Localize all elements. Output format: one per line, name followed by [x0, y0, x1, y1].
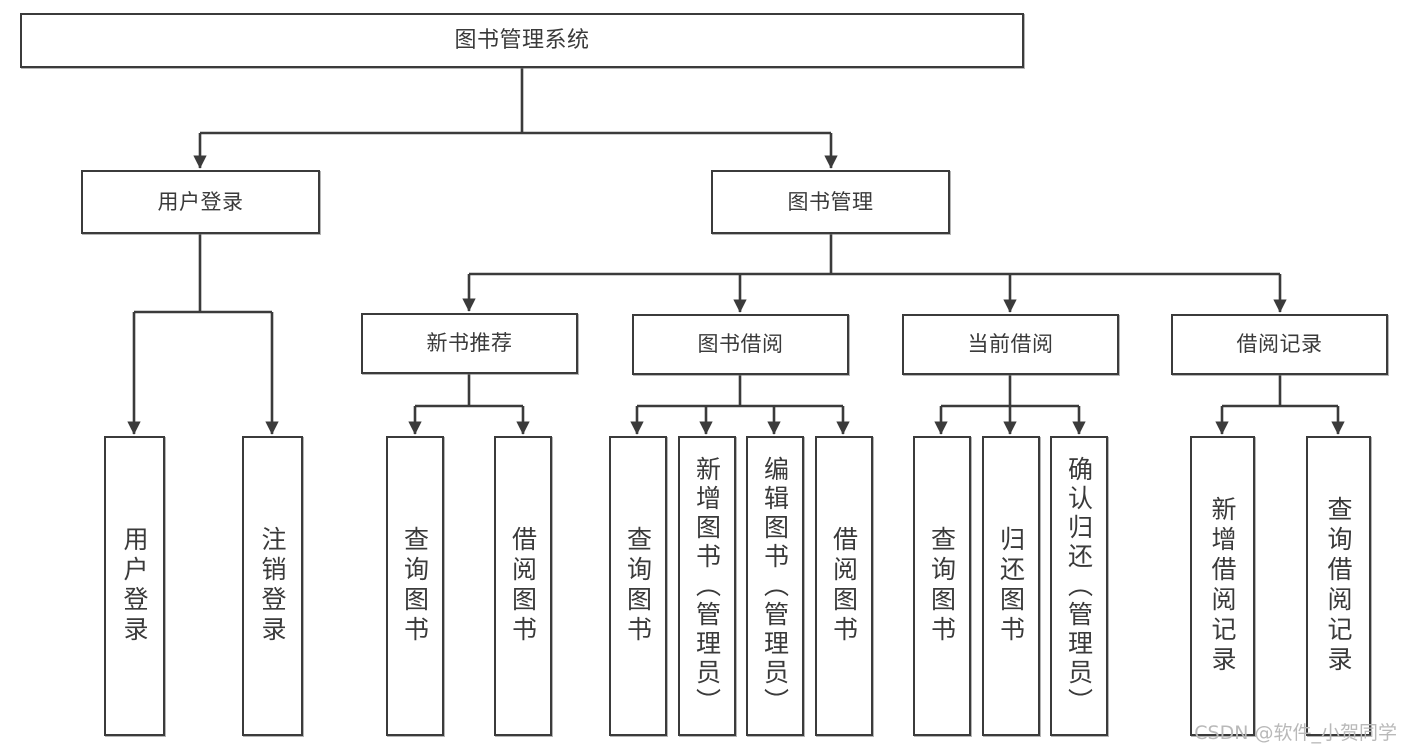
leaf-logout[interactable]: 注销登录	[242, 436, 303, 736]
node-label: 新书推荐	[426, 331, 513, 356]
node-new-book-recommendation[interactable]: 新书推荐	[361, 313, 578, 374]
node-label: 查询图书	[623, 526, 653, 646]
leaf-return-books[interactable]: 归还图书	[982, 436, 1040, 736]
node-label: 当前借阅	[967, 332, 1054, 357]
node-label: 归还图书	[996, 526, 1026, 646]
node-root-book-management-system[interactable]: 图书管理系统	[20, 13, 1024, 68]
node-label: 借阅图书	[508, 526, 538, 646]
node-book-borrowing[interactable]: 图书借阅	[632, 314, 849, 375]
node-label: 图书管理	[787, 189, 874, 214]
node-label: 图书管理系统	[454, 27, 590, 53]
node-label: 注销登录	[258, 526, 287, 646]
leaf-query-books-borrowing[interactable]: 查询图书	[609, 436, 667, 736]
node-label: 用户登录	[120, 526, 149, 646]
node-label: 查询图书	[400, 526, 430, 646]
node-label: 借阅图书	[829, 526, 859, 646]
leaf-add-book-admin[interactable]: 新增图书（管理员）	[678, 436, 736, 736]
node-current-borrowing[interactable]: 当前借阅	[902, 314, 1119, 375]
leaf-edit-book-admin[interactable]: 编辑图书（管理员）	[746, 436, 804, 736]
node-book-management[interactable]: 图书管理	[711, 170, 950, 234]
node-label: 查询借阅记录	[1324, 496, 1353, 676]
leaf-add-borrowing-record[interactable]: 新增借阅记录	[1190, 436, 1255, 736]
node-label: 新增借阅记录	[1208, 496, 1237, 676]
node-label: 新增图书（管理员）	[692, 455, 722, 717]
node-label: 图书借阅	[697, 332, 784, 357]
leaf-borrow-books-recommendation[interactable]: 借阅图书	[494, 436, 552, 736]
node-label: 查询图书	[927, 526, 957, 646]
node-label: 用户登录	[157, 189, 244, 214]
leaf-query-borrowing-record[interactable]: 查询借阅记录	[1306, 436, 1371, 736]
node-label: 编辑图书（管理员）	[760, 455, 790, 717]
node-label: 借阅记录	[1236, 332, 1323, 357]
leaf-query-books-current[interactable]: 查询图书	[913, 436, 971, 736]
leaf-query-books-recommendation[interactable]: 查询图书	[386, 436, 444, 736]
leaf-confirm-return-admin[interactable]: 确认归还（管理员）	[1050, 436, 1108, 736]
node-label: 确认归还（管理员）	[1064, 455, 1094, 717]
leaf-user-login[interactable]: 用户登录	[104, 436, 165, 736]
node-borrowing-records[interactable]: 借阅记录	[1171, 314, 1388, 375]
node-user-login[interactable]: 用户登录	[81, 170, 320, 234]
leaf-borrow-books-borrowing[interactable]: 借阅图书	[815, 436, 873, 736]
